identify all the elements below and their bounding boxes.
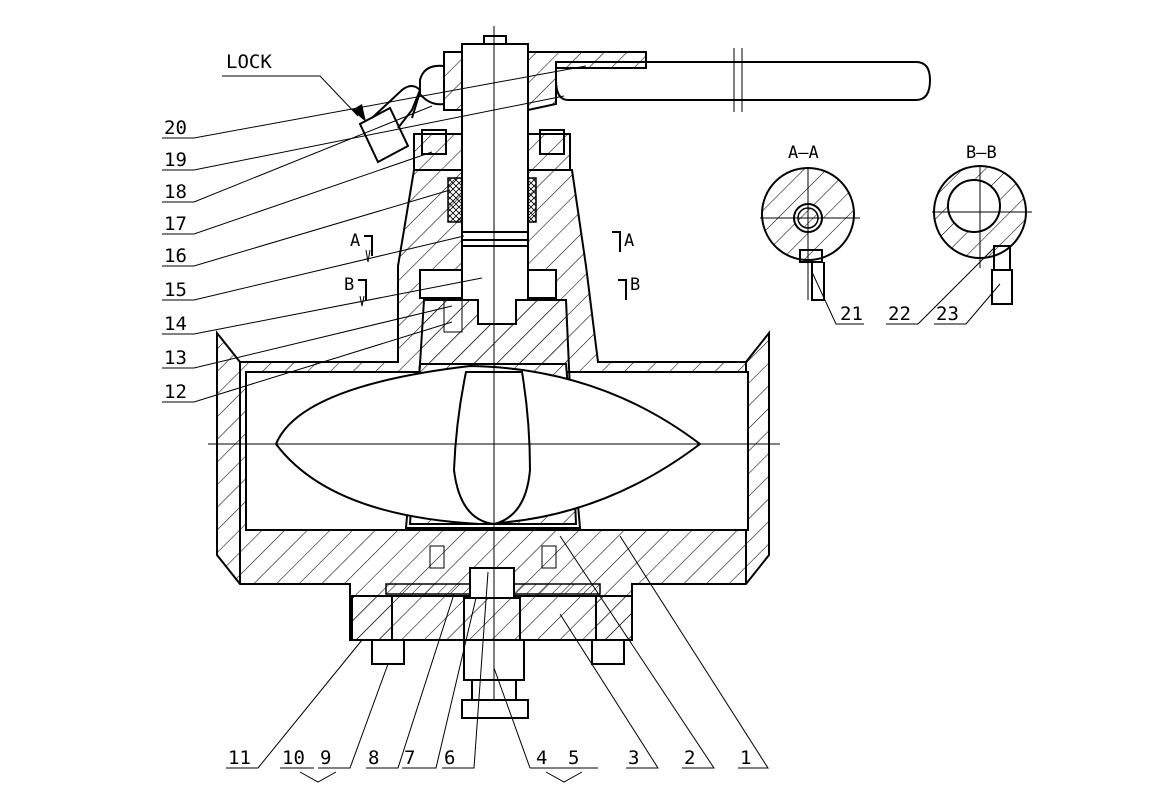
cut-b-right: B xyxy=(630,275,640,295)
callout-bracket-4-5 xyxy=(545,771,583,783)
svg-text:14: 14 xyxy=(164,313,187,335)
svg-text:10: 10 xyxy=(282,747,305,769)
svg-text:13: 13 xyxy=(164,347,187,369)
svg-text:16: 16 xyxy=(164,245,187,267)
callout-17: 17 xyxy=(162,151,433,235)
svg-text:8: 8 xyxy=(368,747,379,769)
svg-text:7: 7 xyxy=(404,747,415,769)
cut-a-left: A xyxy=(350,231,360,251)
svg-text:3: 3 xyxy=(628,747,639,769)
svg-text:12: 12 xyxy=(164,381,187,403)
svg-text:9: 9 xyxy=(320,747,331,769)
callout-23: 23 xyxy=(934,283,1001,325)
callout-5: 5 xyxy=(493,667,598,769)
svg-text:15: 15 xyxy=(164,279,187,301)
svg-text:20: 20 xyxy=(164,117,187,139)
svg-text:11: 11 xyxy=(228,747,251,769)
centre-lines xyxy=(208,26,780,700)
stem xyxy=(443,35,529,333)
callout-12: 12 xyxy=(162,321,453,403)
gland xyxy=(413,129,571,223)
callout-15: 15 xyxy=(162,235,465,301)
cut-b-left: B xyxy=(344,275,354,295)
callouts-bottom: 11 10 9 8 7 6 4 5 3 2 1 xyxy=(226,535,769,783)
svg-text:19: 19 xyxy=(164,149,187,171)
callout-14: 14 xyxy=(162,277,483,335)
callout-8: 8 xyxy=(366,593,455,769)
callout-9: 9 xyxy=(318,663,389,769)
cut-a-right: A xyxy=(624,231,634,251)
callout-13: 13 xyxy=(162,305,453,369)
callout-11: 11 xyxy=(226,639,363,769)
callout-2: 2 xyxy=(559,535,715,769)
section-a-title: A—A xyxy=(788,143,819,163)
callout-16: 16 xyxy=(162,189,451,267)
svg-text:1: 1 xyxy=(740,747,751,769)
callout-19: 19 xyxy=(162,95,565,171)
section-b-title: B—B xyxy=(966,143,997,163)
callout-6: 6 xyxy=(442,571,489,769)
svg-text:4: 4 xyxy=(536,747,547,769)
svg-text:21: 21 xyxy=(840,303,863,325)
callout-7: 7 xyxy=(402,597,477,769)
section-view-a: A—A xyxy=(760,143,860,301)
svg-text:2: 2 xyxy=(684,747,695,769)
callout-bracket-9-10 xyxy=(299,771,337,783)
callout-21: 21 xyxy=(811,271,864,325)
section-cut-markers: A A B B xyxy=(344,231,640,307)
svg-text:23: 23 xyxy=(936,303,959,325)
svg-text:6: 6 xyxy=(444,747,455,769)
svg-text:18: 18 xyxy=(164,181,187,203)
svg-text:5: 5 xyxy=(568,747,579,769)
lock-label: LOCK xyxy=(226,51,272,73)
callout-10: 10 xyxy=(280,747,314,769)
callout-18: 18 xyxy=(162,105,433,203)
callout-4: 4 xyxy=(536,747,547,769)
callouts-sections: 21 22 23 xyxy=(811,245,1001,325)
svg-text:22: 22 xyxy=(888,303,911,325)
callout-1: 1 xyxy=(619,535,769,769)
svg-text:17: 17 xyxy=(164,213,187,235)
wrench-handle xyxy=(419,48,932,112)
callout-3: 3 xyxy=(559,613,659,769)
plug xyxy=(274,299,702,526)
lock-callout: LOCK xyxy=(222,51,366,122)
bottom-cover xyxy=(351,545,633,719)
callout-20: 20 xyxy=(162,65,587,139)
callout-22: 22 xyxy=(886,245,997,325)
padlock xyxy=(358,85,422,164)
callouts-left: 20 19 18 17 16 15 14 13 12 xyxy=(162,65,587,403)
section-view-b: B—B xyxy=(932,143,1032,305)
